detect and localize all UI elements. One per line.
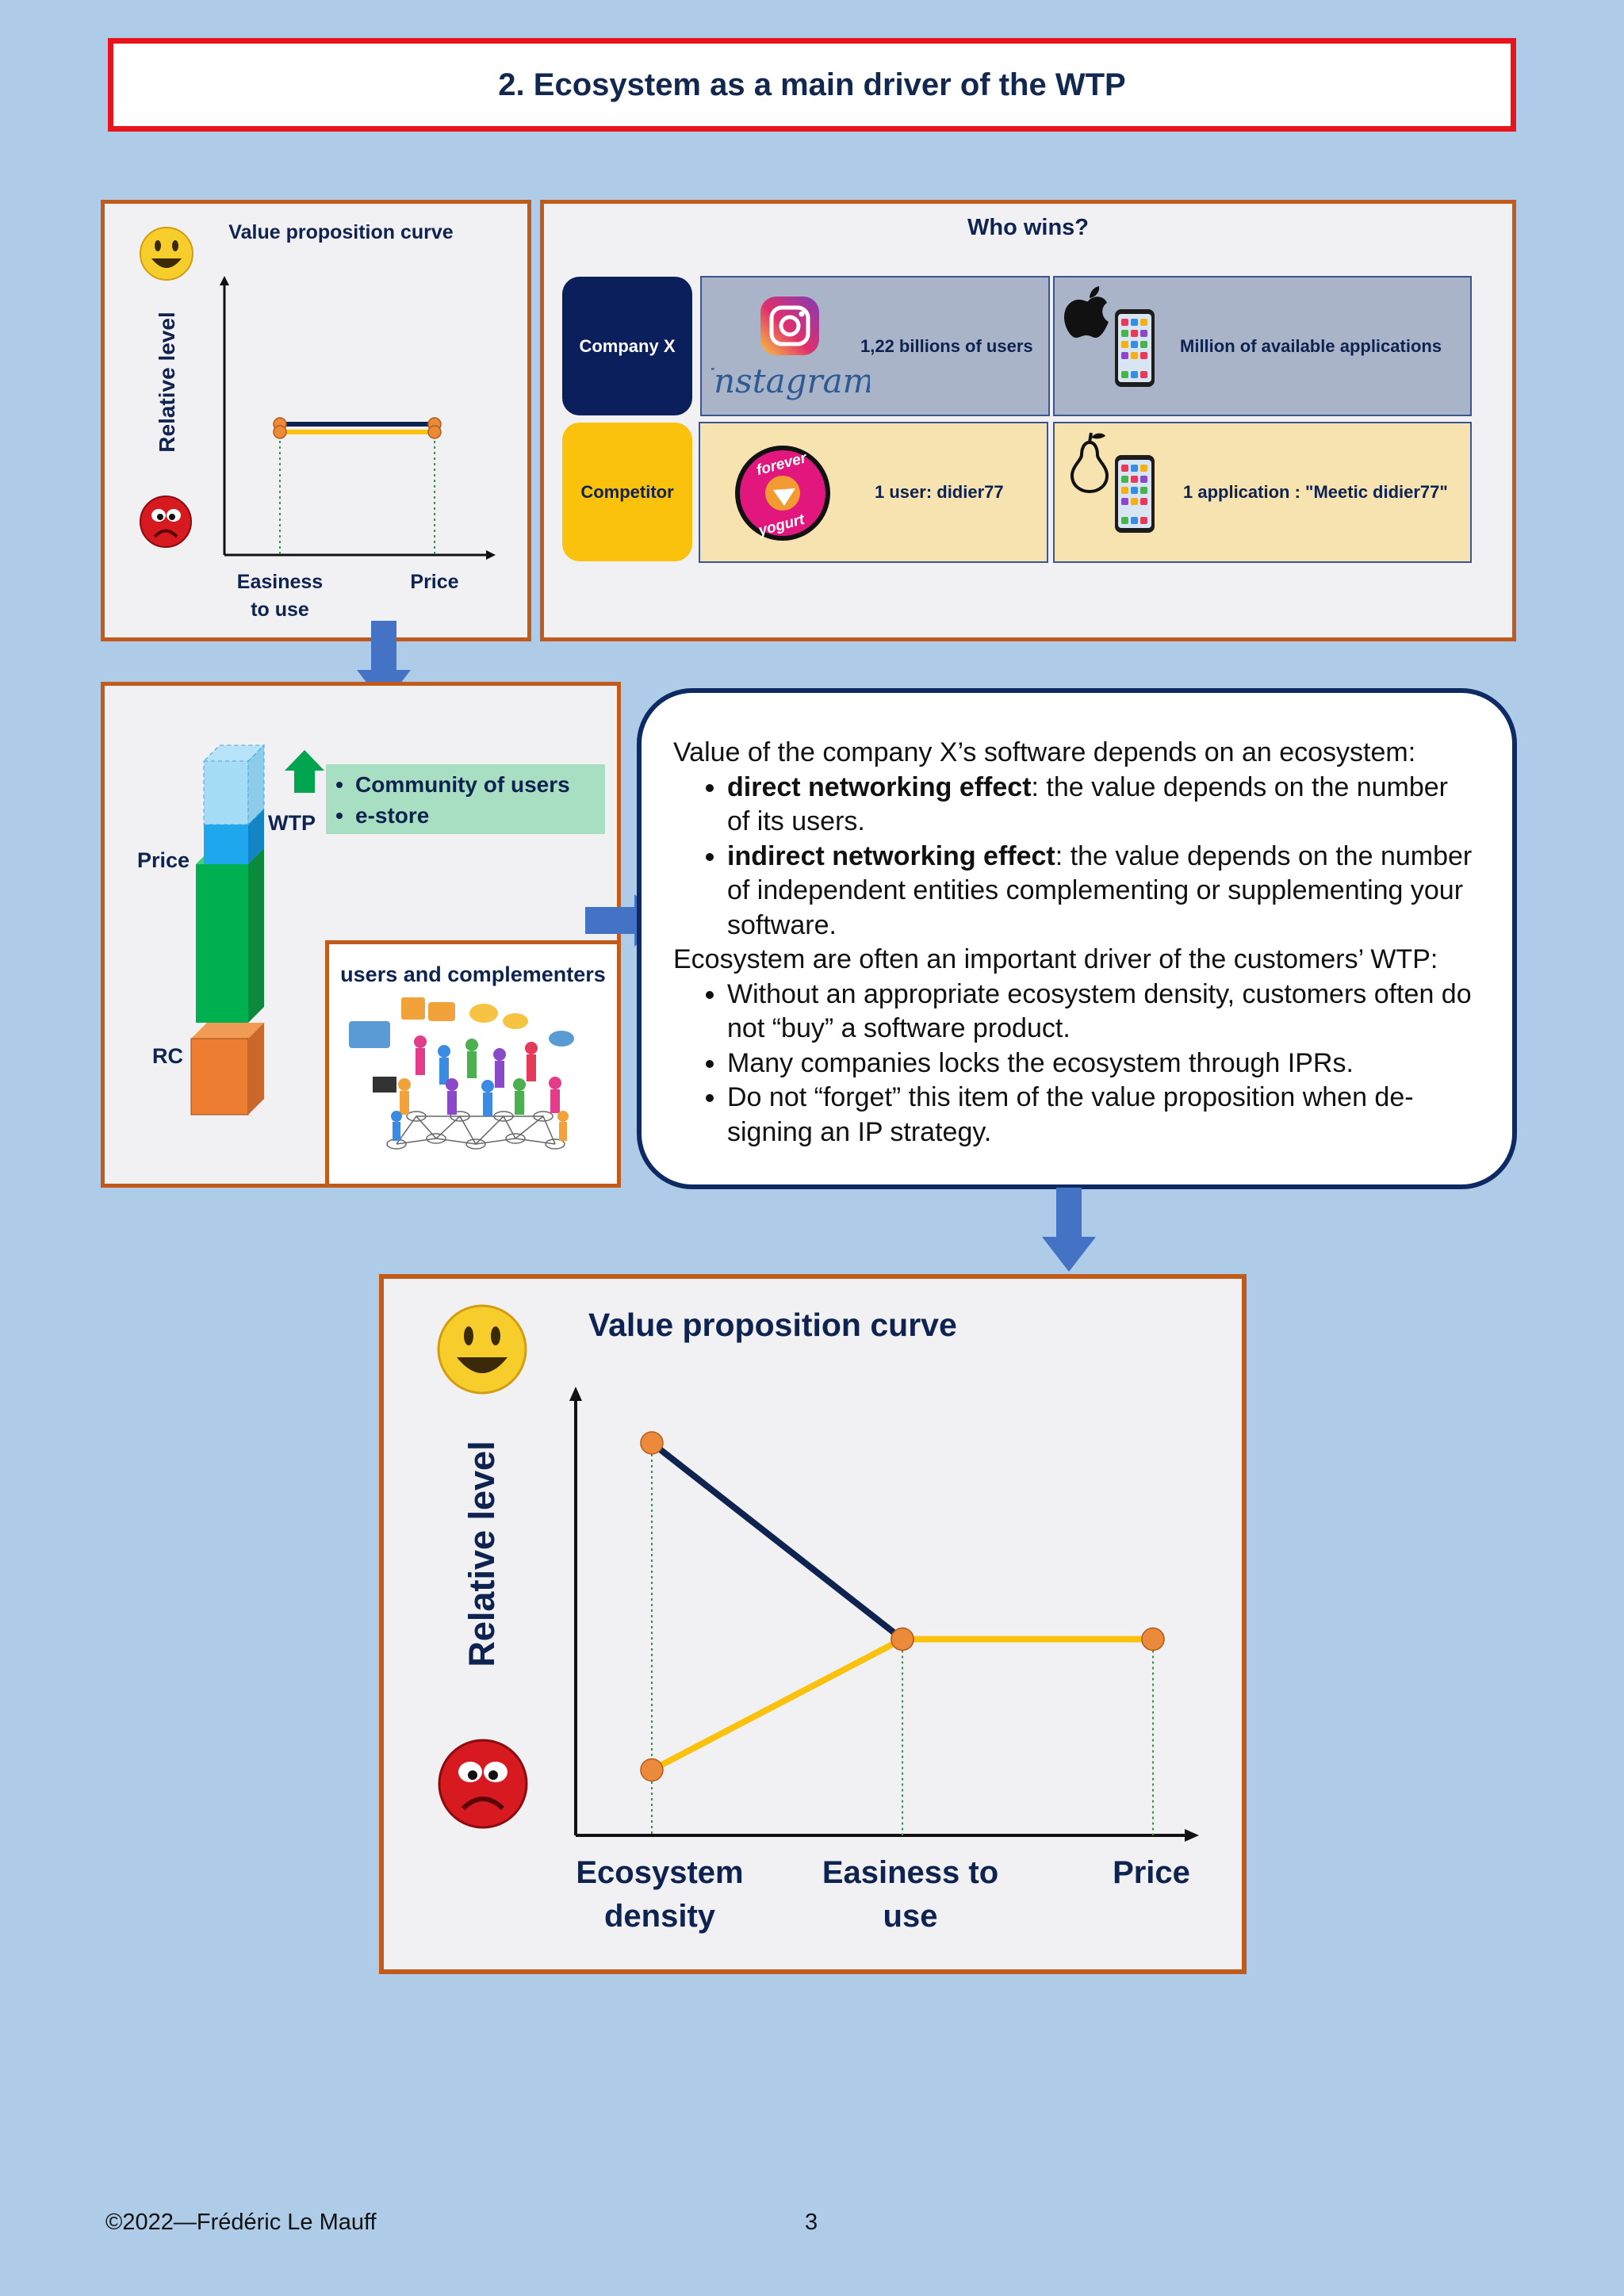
- svg-text:Instagram: Instagram: [711, 362, 870, 400]
- data-point: [273, 425, 287, 439]
- textbox-intro: Value of the company X’s software depend…: [673, 737, 1416, 767]
- rc-label: RC: [152, 1044, 183, 1068]
- bullet-indirect: indirect networking effect: the value de…: [727, 840, 1476, 943]
- happy-face-icon: [140, 227, 193, 281]
- company-x-apps-text: Million of available applications: [1180, 336, 1442, 356]
- row-header-company-x: Company X: [562, 277, 692, 415]
- data-point: [891, 1627, 914, 1651]
- who-wins-title: Who wins?: [967, 215, 1090, 240]
- sad-face-icon: [438, 1739, 528, 1829]
- data-point: [427, 425, 442, 439]
- x-label-price: Price: [1113, 1855, 1190, 1890]
- happy-face-icon: [437, 1304, 527, 1395]
- company-x-users-text: 1,22 billions of users: [860, 336, 1033, 356]
- small-curve-title: Value proposition curve: [228, 221, 453, 243]
- data-point: [640, 1758, 664, 1782]
- smartphone-icon: [1115, 455, 1155, 533]
- wtp-item-community: Community of users: [355, 772, 570, 797]
- big-curve-chart: Value proposition curve Relative level E…: [437, 1304, 1199, 1934]
- x-label-ecosystem-2: density: [604, 1899, 716, 1934]
- series-line-0: [649, 1440, 1153, 1643]
- textbox-bullets-1: direct networking effect: the value depe…: [673, 771, 1476, 943]
- footer-copyright: ©2022—Frédéric Le Mauff: [105, 2210, 377, 2235]
- sad-face-icon: [140, 496, 192, 548]
- small-x-label-price: Price: [410, 571, 458, 593]
- page-title: 2. Ecosystem as a main driver of the WTP: [108, 38, 1516, 132]
- data-point: [1141, 1627, 1165, 1651]
- data-point: [640, 1431, 664, 1455]
- small-y-axis-label: Relative level: [155, 312, 179, 452]
- x-label-ecosystem-1: Ecosystem: [576, 1855, 743, 1890]
- instagram-logo-icon: Instagram: [711, 297, 870, 400]
- small-curve-chart: Value proposition curve Relative level E…: [140, 221, 496, 621]
- who-wins-panel: [540, 200, 1516, 641]
- competitor-apps-cell: 1 application : "Meetic didier77": [1053, 422, 1472, 563]
- small-x-label-easiness-2: to use: [251, 599, 309, 621]
- company-x-users-cell: Instagram 1,22 billions of users: [700, 276, 1050, 416]
- crowd-icon: [349, 997, 574, 1150]
- competitor-users-text: 1 user: didier77: [875, 482, 1004, 502]
- x-label-easiness-1: Easiness to: [822, 1855, 998, 1890]
- ecosystem-textbox: Value of the company X’s software depend…: [637, 688, 1517, 1189]
- arrow-down-icon: [1042, 1188, 1096, 1272]
- competitor-users-cell: forever yogurt 1 user: didier77: [699, 422, 1048, 563]
- big-y-axis-label: Relative level: [462, 1441, 502, 1667]
- smartphone-icon: [1115, 309, 1155, 387]
- bullet-ipr-lock: Many companies locks the ecosystem throu…: [727, 1047, 1476, 1081]
- wtp-item-estore: e-store: [355, 803, 430, 828]
- textbox-bullets-2: Without an appropriate ecosystem density…: [673, 978, 1476, 1150]
- bullet-forget: Do not “forget” this item of the value p…: [727, 1081, 1476, 1150]
- small-x-label-easiness-1: Easiness: [237, 571, 323, 593]
- textbox-para2: Ecosystem are often an important driver …: [673, 944, 1438, 974]
- price-label: Price: [137, 848, 190, 872]
- wtp-label: WTP: [268, 811, 316, 835]
- wtp-bar-graphic: [190, 744, 605, 1115]
- pear-icon: [1070, 432, 1109, 493]
- bullet-direct: direct networking effect: the value depe…: [727, 771, 1476, 840]
- big-curve-panel: [379, 1274, 1247, 1974]
- competitor-apps-text: 1 application : "Meetic didier77": [1183, 482, 1448, 502]
- x-label-easiness-2: use: [883, 1899, 938, 1934]
- users-complementers-title: users and complementers: [340, 962, 606, 986]
- page-number: 3: [805, 2210, 818, 2235]
- bullet-without-density: Without an appropriate ecosystem density…: [727, 978, 1476, 1047]
- big-curve-title: Value proposition curve: [588, 1307, 957, 1343]
- forever-yogurt-logo-icon: forever yogurt: [735, 446, 830, 541]
- row-header-competitor: Competitor: [562, 423, 692, 561]
- apple-icon: [1064, 286, 1109, 338]
- company-x-apps-cell: Million of available applications: [1053, 276, 1472, 416]
